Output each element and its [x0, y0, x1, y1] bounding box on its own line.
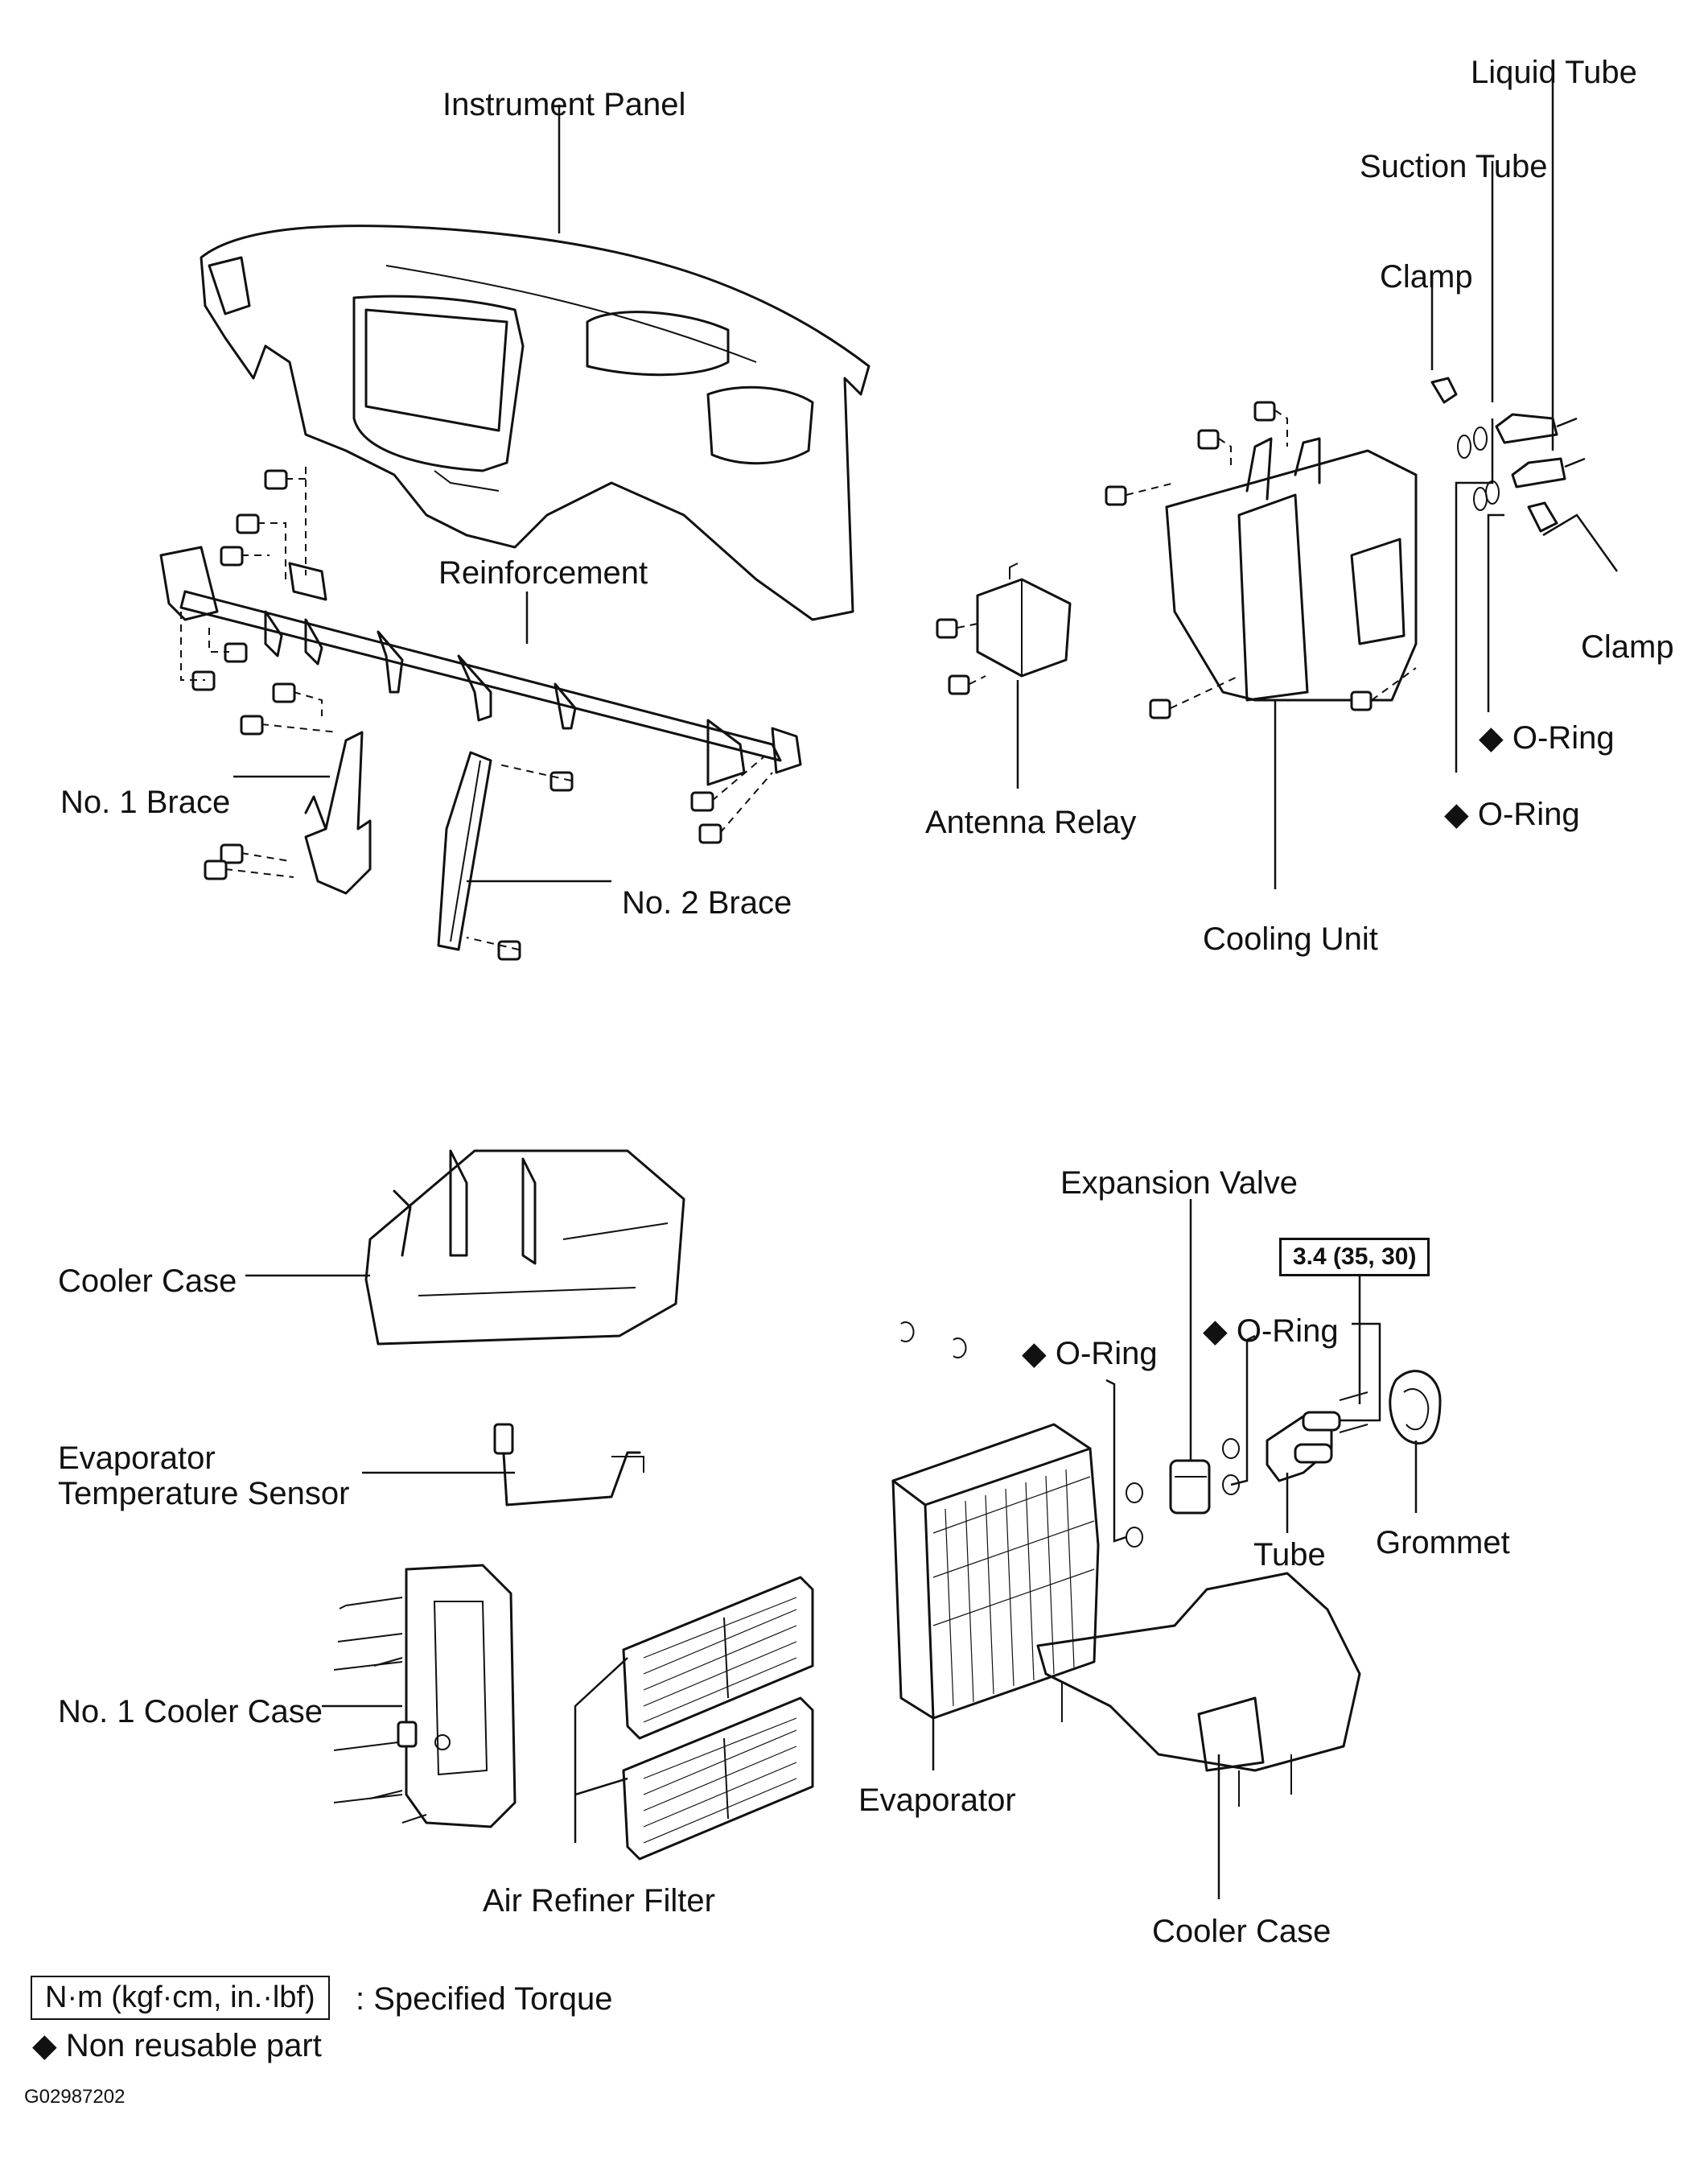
label-clamp-right: Clamp [1581, 629, 1674, 665]
label-expansion-valve: Expansion Valve [1060, 1165, 1298, 1201]
label-clamp-top: Clamp [1380, 259, 1473, 295]
label-instrument-panel: Instrument Panel [442, 87, 686, 122]
label-no1-cooler-case: No. 1 Cooler Case [58, 1694, 323, 1729]
label-oring-b-text: O-Ring [1477, 797, 1580, 832]
grommet-drawing [1389, 1370, 1442, 1445]
label-tube: Tube [1253, 1537, 1326, 1572]
label-air-refiner-filter: Air Refiner Filter [483, 1883, 715, 1919]
antenna-relay-drawing [936, 563, 1072, 695]
cooler-case-top-drawing [364, 1149, 685, 1346]
label-oring-d: ◆ O-Ring [1203, 1313, 1339, 1349]
tube-fittings-drawing [1430, 377, 1586, 533]
torque-spec-box: 3.4 (35, 30) [1279, 1238, 1430, 1276]
label-liquid-tube: Liquid Tube [1471, 55, 1637, 90]
leader-lines [233, 68, 1619, 1899]
expansion-valve-drawing [1169, 1459, 1211, 1515]
label-oring-a-text: O-Ring [1512, 720, 1615, 756]
cooling-unit-drawing [1105, 401, 1418, 719]
cooler-case-bottom-drawing [1036, 1572, 1361, 1807]
label-no2-brace: No. 2 Brace [622, 885, 792, 921]
label-cooler-case-top: Cooler Case [58, 1263, 237, 1299]
legend-nonreusable: ◆ Non reusable part [32, 2028, 322, 2063]
label-grommet: Grommet [1376, 1525, 1510, 1560]
label-no1-brace: No. 1 Brace [60, 785, 231, 820]
label-oring-d-text: O-Ring [1236, 1313, 1339, 1349]
instrument-panel-drawing [200, 225, 870, 621]
figure-id: G02987202 [24, 2086, 126, 2108]
brace-drawings [304, 731, 492, 951]
label-reinforcement: Reinforcement [438, 555, 648, 591]
no1-cooler-case-drawing [333, 1564, 517, 1828]
legend-torque-unit: N·m (kgf·cm, in.·lbf) [31, 1976, 330, 2020]
label-suction-tube: Suction Tube [1360, 149, 1548, 184]
label-evaporator: Evaporator [858, 1783, 1016, 1818]
label-cooler-case-bottom: Cooler Case [1152, 1914, 1331, 1949]
label-evaporator-temperature-sensor: Evaporator Temperature Sensor [58, 1441, 350, 1511]
evaporator-drawing [891, 1423, 1100, 1720]
label-antenna-relay: Antenna Relay [925, 805, 1137, 840]
tube-drawing [1266, 1391, 1368, 1482]
label-oring-b: ◆ O-Ring [1444, 797, 1580, 832]
air-refiner-filter-drawing [622, 1576, 814, 1861]
legend-torque-text: : Specified Torque [356, 1981, 613, 2017]
evaporator-temperature-sensor-drawing [493, 1423, 644, 1506]
label-oring-c-text: O-Ring [1055, 1336, 1158, 1371]
label-oring-c: ◆ O-Ring [1022, 1336, 1158, 1371]
label-oring-a: ◆ O-Ring [1479, 720, 1615, 756]
nonreusable-text: Non reusable part [65, 2028, 322, 2063]
nonreusable-mark: ◆ [32, 2028, 57, 2063]
label-cooling-unit: Cooling Unit [1203, 921, 1378, 957]
bolts-reinforcement [180, 467, 773, 961]
